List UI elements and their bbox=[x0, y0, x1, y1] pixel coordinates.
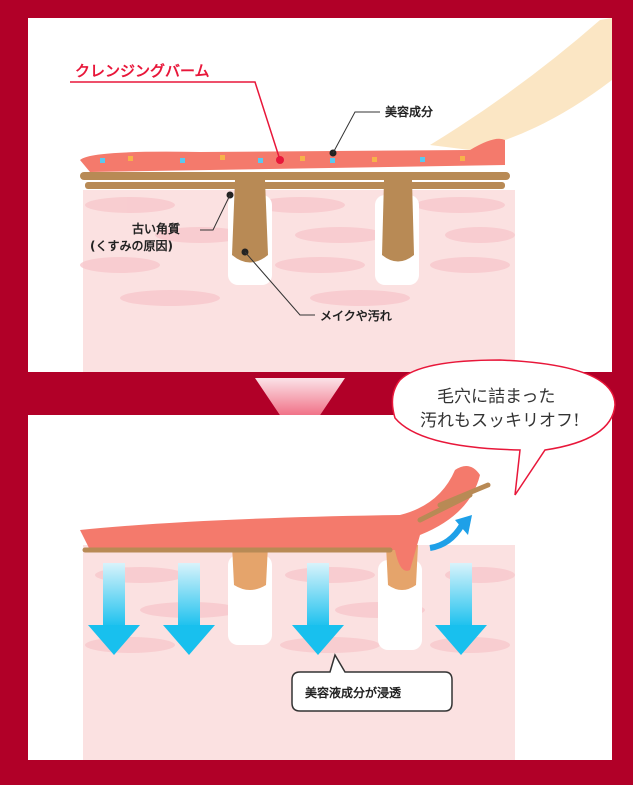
cleansing-balm-layer bbox=[80, 138, 505, 172]
bubble-line-1: 毛穴に詰まった bbox=[437, 387, 555, 407]
lifted-balm-layer bbox=[80, 466, 480, 571]
makeup-dirt-label: メイクや汚れ bbox=[320, 308, 392, 323]
finger bbox=[430, 18, 612, 150]
penetration-callout bbox=[291, 653, 453, 712]
bottom-panel: 美容液成分が浸透 毛穴に詰まった 汚れもスッキリオフ! bbox=[28, 359, 616, 760]
pore-dirt-plug-1 bbox=[232, 180, 268, 263]
old-keratin-label: 古い角質 bbox=[132, 221, 180, 236]
bubble-line-2: 汚れもスッキリオフ! bbox=[420, 411, 580, 431]
lift-arrow-icon bbox=[429, 523, 465, 551]
beauty-ingredient-label: 美容成分 bbox=[385, 104, 433, 119]
old-keratin-sub: (くすみの原因) bbox=[90, 238, 173, 253]
pore-dirt-plug-2 bbox=[382, 180, 414, 262]
beauty-ingredient-dots bbox=[100, 155, 465, 163]
balm-label: クレンジングバーム bbox=[75, 62, 210, 80]
penetration-label: 美容液成分が浸透 bbox=[305, 685, 402, 700]
speech-bubble bbox=[391, 359, 616, 496]
penetration-arrows bbox=[88, 563, 487, 655]
skin-layer bbox=[83, 190, 515, 372]
top-panel: クレンジングバーム 美容成分 古い角質 (くすみの原因) メイクや汚れ bbox=[28, 18, 612, 372]
balm-leader-line bbox=[70, 81, 281, 161]
